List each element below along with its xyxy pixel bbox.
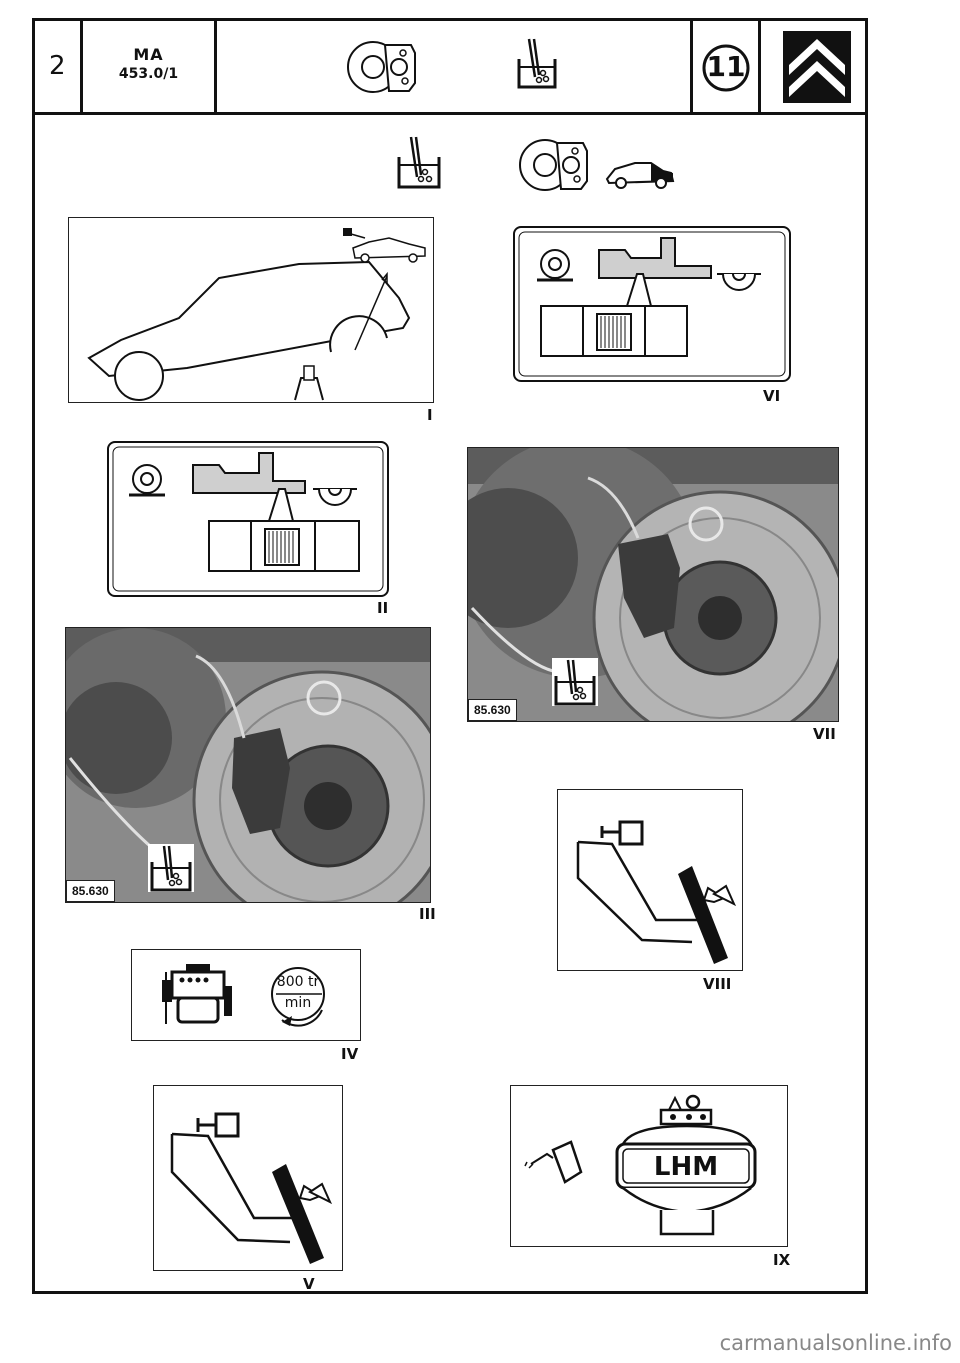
figure-V-label: V xyxy=(303,1275,315,1293)
bleed-jar-icon xyxy=(517,38,557,89)
bleed-jar-icon xyxy=(397,136,441,189)
operation-icons-cell xyxy=(217,21,693,112)
engine-idle-diagram xyxy=(162,964,325,1027)
figure-I-label: I xyxy=(427,406,433,424)
brake-light-switch-icon xyxy=(196,1112,240,1138)
half-wheel-icon xyxy=(313,488,357,506)
engine-speed-value: 800 tr xyxy=(276,974,320,990)
watermark: carmanualsonline.info xyxy=(719,1331,952,1355)
bleed-jar-icon xyxy=(552,658,598,706)
page-number-cell: 2 xyxy=(35,21,83,112)
axle-stand-icon xyxy=(294,365,324,401)
intro-icons xyxy=(397,136,675,191)
figure-VII-photo: 85.630 xyxy=(467,447,839,722)
page-header: 2 MA 453.0/1 xyxy=(35,21,865,115)
car-hatchback-icon xyxy=(605,162,675,189)
figure-VIII-panel xyxy=(557,789,743,971)
brake-pedal-diagram xyxy=(576,820,737,964)
group-number-circle xyxy=(702,44,750,92)
car-on-stand-drawing xyxy=(87,228,426,401)
figure-VIII-label: VIII xyxy=(703,975,732,993)
figure-I-panel xyxy=(68,217,434,403)
figure-IX-panel: LHM xyxy=(510,1085,788,1247)
brake-bleeding-photo xyxy=(66,628,430,902)
logo-cell xyxy=(761,21,865,112)
brake-disc-caliper-icon xyxy=(347,41,416,93)
wheel-icon xyxy=(537,249,573,282)
figure-II-label: II xyxy=(377,599,389,617)
figure-V-panel xyxy=(153,1085,343,1271)
figure-IV-label: IV xyxy=(341,1045,359,1063)
page-number: 2 xyxy=(49,51,66,81)
doc-code-line2: 453.0/1 xyxy=(118,66,179,82)
vehicle-lift-diagram xyxy=(112,446,384,592)
vehicle-lift-diagram xyxy=(518,231,786,377)
engine-icon xyxy=(162,964,232,1024)
photo-reference: 85.630 xyxy=(468,699,517,721)
oil-can-icon xyxy=(524,1140,583,1184)
reservoir-label: LHM xyxy=(653,1152,719,1182)
figure-VI-panel xyxy=(513,226,791,382)
brake-disc-caliper-icon xyxy=(519,139,588,191)
figure-IX-label: IX xyxy=(773,1251,791,1269)
brake-light-switch-icon xyxy=(600,820,644,846)
half-wheel-icon xyxy=(717,273,761,291)
figure-VII-label: VII xyxy=(813,725,836,743)
brake-pedal-diagram xyxy=(170,1112,333,1264)
figure-III-label: III xyxy=(419,905,436,923)
photo-reference: 85.630 xyxy=(66,880,115,902)
doc-code-line1: MA xyxy=(133,45,164,64)
doc-code-cell: MA 453.0/1 xyxy=(83,21,217,112)
wheel-icon xyxy=(129,464,165,497)
group-number: 11 xyxy=(706,50,746,83)
figure-III-photo: 85.630 xyxy=(65,627,431,903)
page-frame: 2 MA 453.0/1 xyxy=(32,18,868,1294)
lhm-reservoir-diagram xyxy=(524,1094,757,1236)
group-number-cell: 11 xyxy=(693,21,761,112)
reservoir-cap-icon xyxy=(659,1094,713,1126)
citroen-logo xyxy=(783,31,851,103)
bleed-jar-icon xyxy=(148,844,194,892)
figure-II-panel xyxy=(107,441,389,597)
engine-speed-unit: min xyxy=(284,995,312,1011)
figure-VI-label: VI xyxy=(763,387,781,405)
small-car-icon xyxy=(343,228,426,263)
brake-bleeding-photo xyxy=(468,448,838,721)
figure-IV-panel: 800 tr min xyxy=(131,949,361,1041)
